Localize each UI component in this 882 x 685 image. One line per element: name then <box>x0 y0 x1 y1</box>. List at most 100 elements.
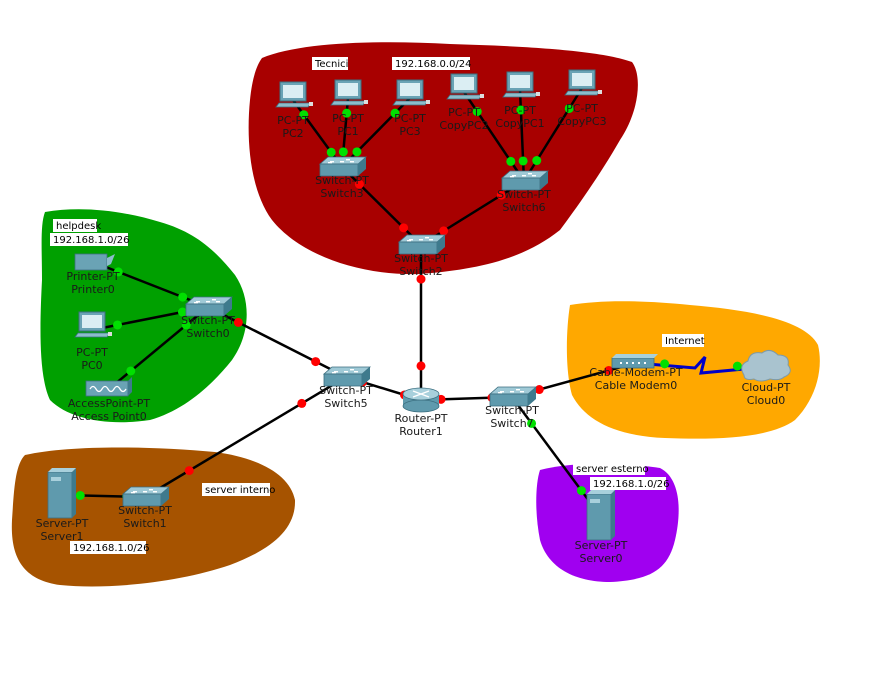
note-helpdesk-text: helpdesk <box>56 221 101 232</box>
pc-icon <box>74 311 112 338</box>
device-name-label: Server1 <box>40 530 83 543</box>
link-pc2-switch3[interactable] <box>291 99 344 168</box>
cable[interactable] <box>462 91 526 182</box>
link-status-light-a <box>660 359 670 369</box>
device-type-label: PC-PT <box>504 104 536 117</box>
cable[interactable] <box>341 97 411 168</box>
link-status-light-a <box>416 274 426 284</box>
device-name-label: Cloud0 <box>747 394 785 407</box>
link-status-light-b <box>532 156 542 166</box>
link-status-light-a <box>496 190 506 200</box>
note-server-interno-net-text: 192.168.1.0/26 <box>73 543 150 554</box>
device-type-label: Cable-Modem-PT <box>589 366 682 379</box>
link-switch2-router1[interactable] <box>416 245 426 400</box>
link-status-light-b <box>311 357 321 367</box>
link-copypc1-switch6[interactable] <box>516 89 528 182</box>
link-switch0-switch5[interactable] <box>207 305 347 379</box>
switch-icon <box>488 386 538 407</box>
device-name-label: Switch2 <box>399 265 442 278</box>
links-layer <box>61 87 767 518</box>
note-tecnici-text: Tecnici <box>314 59 348 70</box>
link-status-light-b <box>732 361 742 371</box>
cable[interactable] <box>207 305 347 379</box>
device-name-label: PC0 <box>81 359 102 372</box>
device-name-label: CopyPC1 <box>495 117 544 130</box>
link-ap0-switch0[interactable] <box>108 306 209 390</box>
note-helpdesk: helpdesk <box>53 219 101 232</box>
link-status-light-a <box>390 108 400 118</box>
link-switch7-server0[interactable] <box>510 396 603 518</box>
link-status-light-b <box>297 398 307 408</box>
cable[interactable] <box>518 89 526 182</box>
area-internet <box>566 301 820 439</box>
link-switch3-switch2[interactable] <box>341 166 422 246</box>
server-icon <box>586 490 615 541</box>
switch-icon <box>184 296 234 317</box>
link-switch6-switch2[interactable] <box>420 179 525 247</box>
cable[interactable] <box>522 87 584 182</box>
link-printer0-switch0[interactable] <box>92 260 209 309</box>
server-icon <box>47 468 76 519</box>
device-type-label: PC-PT <box>332 112 364 125</box>
device-type-label: Printer-PT <box>66 270 119 283</box>
cable[interactable] <box>108 306 209 390</box>
link-status-light-b <box>506 156 516 166</box>
link-switch1-switch5[interactable] <box>144 375 347 499</box>
device-type-label: PC-PT <box>277 114 309 127</box>
device-type-label: AccessPoint-PT <box>68 397 151 410</box>
device-name-label: Switch0 <box>186 327 229 340</box>
cable[interactable] <box>92 260 209 309</box>
device-name-label: Access Point0 <box>71 410 146 423</box>
link-status-light-b <box>326 147 336 157</box>
pc-icon <box>502 71 540 98</box>
link-modem0-cloud0[interactable] <box>635 355 767 375</box>
note-server-esterno-net: 192.168.1.0/26 <box>590 477 670 490</box>
device-type-label: Switch-PT <box>394 252 448 265</box>
device-name-label: Switch1 <box>123 517 166 530</box>
cable[interactable] <box>341 166 422 246</box>
device-type-label: Router-PT <box>394 412 447 425</box>
coax-cable[interactable] <box>635 355 767 375</box>
pc-icon <box>275 81 313 108</box>
note-tecnici-net-text: 192.168.0.0/24 <box>395 59 472 70</box>
device-type-label: Switch-PT <box>315 174 369 187</box>
cable[interactable] <box>510 396 603 518</box>
cable[interactable] <box>420 179 525 247</box>
link-pc3-switch3[interactable] <box>341 97 411 168</box>
cable[interactable] <box>144 375 347 499</box>
device-name-label: PC2 <box>282 127 303 140</box>
device-name-label: Switch6 <box>502 201 545 214</box>
printer-icon <box>74 253 115 271</box>
note-server-esterno-net-text: 192.168.1.0/26 <box>593 479 670 490</box>
link-status-light-b <box>178 292 188 302</box>
link-status-light-b <box>352 147 362 157</box>
device-type-label: Switch-PT <box>181 314 235 327</box>
link-pc1-switch3[interactable] <box>338 97 352 168</box>
link-copypc2-switch6[interactable] <box>462 91 526 182</box>
note-tecnici-net: 192.168.0.0/24 <box>392 57 472 70</box>
link-copypc3-switch6[interactable] <box>522 87 584 182</box>
link-status-light-a <box>233 317 243 327</box>
